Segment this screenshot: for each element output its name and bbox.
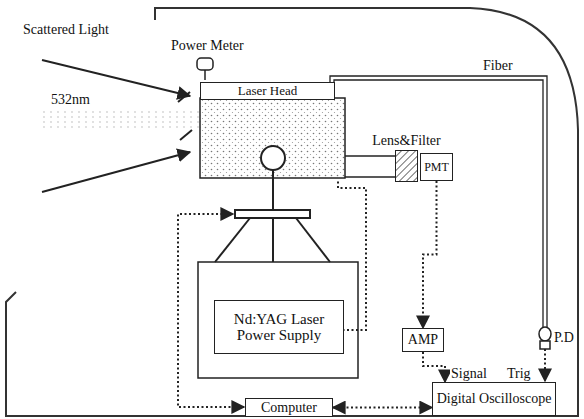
power-supply-box: Nd:YAG Laser Power Supply — [214, 300, 344, 354]
enclosure — [6, 8, 578, 416]
lens-filter: Lens&Filter — [395, 150, 418, 182]
base-housing — [198, 262, 358, 378]
signal-connector — [423, 352, 445, 382]
part-label: Fiber — [482, 58, 514, 73]
node-text: Nd:YAG Laser Power Supply — [215, 311, 343, 343]
mirrors — [178, 92, 192, 140]
lens-filter-hatch — [395, 150, 418, 182]
laser-head: Laser Head — [200, 82, 335, 100]
signal-connector — [423, 181, 437, 328]
housing-to-lens — [345, 156, 395, 177]
node-text: Laser Head — [238, 84, 298, 98]
beam-label: Scattered Light — [22, 22, 110, 37]
part-label: P.D — [553, 330, 575, 345]
trigger-line — [544, 349, 546, 381]
oscilloscope-box: Digital Oscilloscope — [432, 382, 556, 416]
signal-connector — [333, 407, 432, 409]
power-meter-icon — [197, 58, 213, 80]
node-text: Lens&Filter — [372, 133, 440, 148]
computer-box: Computer — [245, 398, 333, 417]
signal-name: Trig — [506, 366, 532, 381]
laser-beam — [40, 110, 200, 130]
node-text: Digital Oscilloscope — [437, 391, 552, 406]
tripod — [215, 146, 330, 262]
laser-housing — [200, 98, 345, 178]
node-text: Computer — [261, 400, 317, 415]
fiber — [330, 76, 547, 328]
wavelength-label: 532nm — [50, 92, 91, 107]
photodiode-symbol — [539, 327, 551, 349]
part-label: Power Meter — [170, 38, 245, 53]
node-text: AMP — [408, 332, 438, 347]
signal-name: Signal — [450, 366, 488, 381]
node-text: PMT — [424, 161, 449, 174]
scattered-light-arrows — [42, 60, 190, 192]
amp-box: AMP — [402, 328, 444, 352]
pmt-box: PMT — [420, 153, 453, 181]
